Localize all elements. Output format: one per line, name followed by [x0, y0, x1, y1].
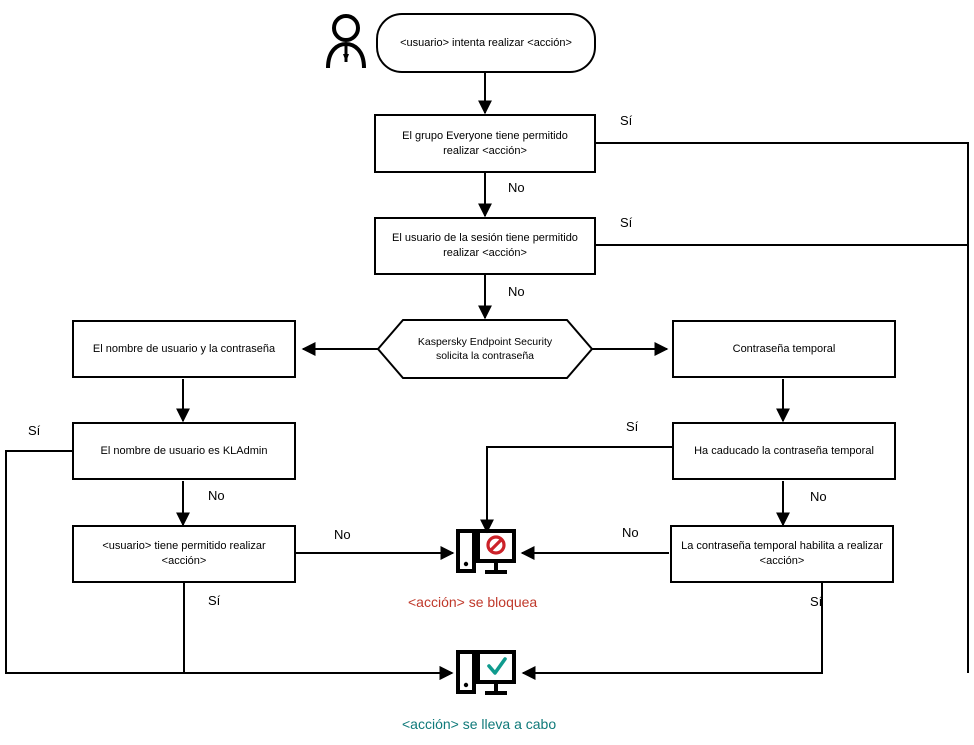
- edge-label-everyone-no: No: [508, 180, 525, 195]
- caption-allowed: <acción> se lleva a cabo: [402, 716, 557, 732]
- edge-label-session-no: No: [508, 284, 525, 299]
- node-temp-password-label: Contraseña temporal: [732, 342, 836, 355]
- node-everyone-group: El grupo Everyone tiene permitido realiz…: [374, 114, 596, 173]
- user-person-icon: [322, 12, 370, 69]
- edge-label-user-permitted-yes: Sí: [208, 593, 221, 608]
- caption-blocked: <acción> se bloquea: [408, 594, 538, 610]
- edge-label-user-permitted-no: No: [334, 527, 351, 542]
- node-session-user-label: El usuario de la sesión tiene permitido …: [392, 232, 578, 259]
- node-username-password: El nombre de usuario y la contraseña: [72, 320, 296, 378]
- node-session-user: El usuario de la sesión tiene permitido …: [374, 217, 596, 275]
- node-kes-prompt-label: Kaspersky Endpoint Security solicita la …: [417, 335, 553, 362]
- node-kes-prompt: Kaspersky Endpoint Security solicita la …: [377, 319, 593, 379]
- edge-label-session-yes: Sí: [620, 215, 633, 230]
- edge-label-temp-enables-yes: Sí: [810, 594, 823, 609]
- edge-label-temp-enables-no: No: [622, 525, 639, 540]
- monitor-check-icon: [455, 649, 517, 701]
- node-temp-expired-label: Ha caducado la contraseña temporal: [694, 444, 874, 457]
- edge-label-temp-expired-no: No: [810, 489, 827, 504]
- monitor-blocked-icon: [455, 528, 517, 580]
- edge-temp-enables-yes: [521, 583, 823, 680]
- node-username-password-label: El nombre de usuario y la contraseña: [92, 342, 276, 355]
- node-is-kladmin: El nombre de usuario es KLAdmin: [72, 422, 296, 480]
- node-start-label: <usuario> intenta realizar <acción>: [400, 36, 572, 49]
- edge-user-permitted-yes: [183, 583, 454, 680]
- node-user-permitted: <usuario> tiene permitido realizar <acci…: [72, 525, 296, 583]
- edge-label-everyone-yes: Sí: [620, 113, 633, 128]
- node-temp-expired: Ha caducado la contraseña temporal: [672, 422, 896, 480]
- node-is-kladmin-label: El nombre de usuario es KLAdmin: [100, 444, 268, 457]
- edge-label-temp-expired-yes: Sí: [626, 419, 639, 434]
- node-temp-enables-label: La contraseña temporal habilita a realiz…: [681, 540, 883, 567]
- edge-label-kladmin-yes: Sí: [28, 423, 41, 438]
- node-temp-password: Contraseña temporal: [672, 320, 896, 378]
- edge-label-kladmin-no: No: [208, 488, 225, 503]
- node-everyone-group-label: El grupo Everyone tiene permitido realiz…: [402, 129, 568, 157]
- node-start: <usuario> intenta realizar <acción>: [376, 13, 596, 73]
- node-temp-enables: La contraseña temporal habilita a realiz…: [670, 525, 894, 583]
- edge-expired-yes: [480, 446, 672, 534]
- node-user-permitted-label: <usuario> tiene permitido realizar <acci…: [102, 540, 266, 567]
- edge-everyone-yes: [596, 142, 969, 673]
